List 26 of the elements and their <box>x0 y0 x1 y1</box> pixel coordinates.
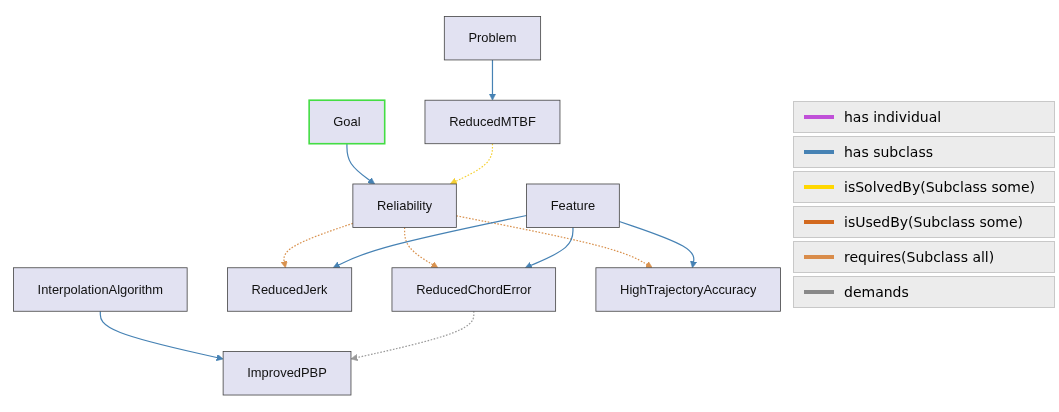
node-box: HighTrajectoryAccuracy <box>595 267 781 312</box>
arrow <box>280 223 353 269</box>
node-box: ReducedChordError <box>391 267 556 312</box>
arrow <box>449 143 493 185</box>
arrow <box>403 227 438 269</box>
legend-label: isUsedBy(Subclass some) <box>844 214 1023 230</box>
legend-label: demands <box>844 284 909 300</box>
node-box: Goal <box>307 99 385 145</box>
node-box: Reliability <box>351 183 457 229</box>
node-box: InterpolationAlgorithm <box>12 267 188 312</box>
arrow <box>455 215 653 269</box>
arrow <box>618 221 697 269</box>
legend-label: has individual <box>844 109 942 125</box>
node-box: Feature <box>525 183 620 229</box>
legend-label: isSolvedBy(Subclass some) <box>844 179 1036 195</box>
legend-label: has subclass <box>844 144 933 160</box>
arrow <box>488 59 496 101</box>
node-box: ReducedJerk <box>226 267 352 312</box>
node-box: ImprovedPBP <box>222 351 351 396</box>
legend-label: requires(Subclass all) <box>844 249 995 265</box>
arrow <box>345 143 375 185</box>
node-box: ReducedMTBF <box>424 100 560 145</box>
arrow <box>99 310 223 362</box>
arrow <box>524 227 574 269</box>
arrow <box>332 215 527 269</box>
node-box: Problem <box>443 16 541 61</box>
